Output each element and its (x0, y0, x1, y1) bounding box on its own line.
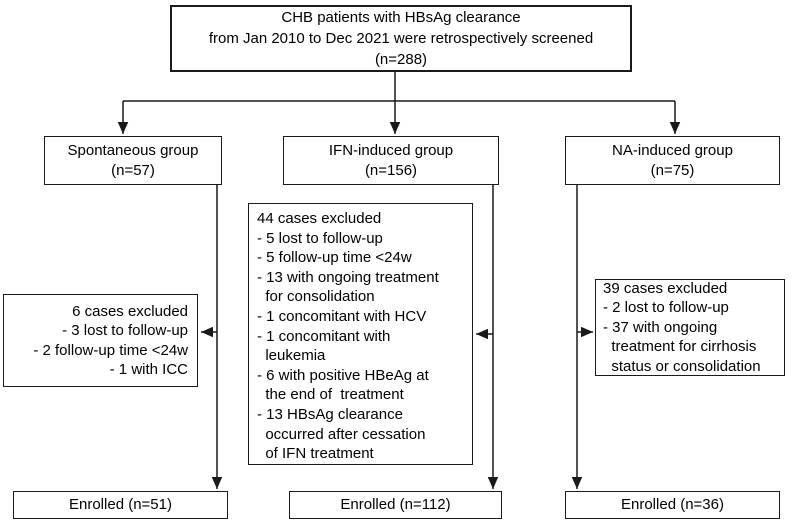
text-line: (n=156) (364, 161, 418, 179)
text-line: NA-induced group (612, 141, 733, 159)
text-line: (n=75) (650, 161, 695, 179)
text-line: - 5 lost to follow-up (257, 229, 383, 247)
text-line: - 2 lost to follow-up (603, 299, 729, 317)
text-line: - 3 lost to follow-up (62, 322, 188, 339)
text-line: - 1 concomitant with HCV (257, 307, 427, 325)
ifn-enrolled-box: Enrolled (n=112) (289, 491, 502, 519)
text-line: - 5 follow-up time <24w (257, 249, 412, 267)
text-line: - 6 with positive HBeAg at (257, 366, 429, 384)
ifn-exclusion-box: 44 cases excluded - 5 lost to follow-up … (248, 203, 473, 465)
text-line: leukemia (257, 347, 326, 365)
spontaneous-group-box: Spontaneous group (n=57) (44, 136, 222, 185)
text-line: - 13 with ongoing treatment (257, 268, 439, 286)
text-line: (n=57) (111, 161, 155, 179)
text-line: - 2 follow-up time <24w (33, 341, 188, 359)
text-line: - 1 with ICC (109, 361, 188, 378)
text-line: - 13 HBsAg clearance (257, 405, 403, 423)
text-line: 44 cases excluded (257, 210, 382, 227)
text-line: Spontaneous group (67, 141, 199, 159)
text-line: of IFN treatment (257, 445, 374, 463)
text-line: treatment for cirrhosis (603, 338, 757, 356)
na-group-box: NA-induced group (n=75) (565, 136, 780, 185)
text-line: from Jan 2010 to Dec 2021 were retrospec… (208, 30, 594, 47)
text-line: 6 cases excluded (72, 302, 188, 320)
spontaneous-enrolled-box: Enrolled (n=51) (13, 491, 228, 519)
text-line: - 1 concomitant with (257, 327, 391, 345)
text-line: status or consolidation (603, 357, 761, 375)
text-line: CHB patients with HBsAg clearance (281, 9, 521, 26)
screened-box: CHB patients with HBsAg clearance from J… (170, 5, 632, 72)
na-enrolled-box: Enrolled (n=36) (565, 491, 780, 519)
text-line: Enrolled (n=36) (621, 496, 724, 513)
ifn-group-box: IFN-induced group (n=156) (283, 136, 499, 185)
text-line: Enrolled (n=51) (69, 496, 172, 513)
text-line: (n=288) (374, 51, 428, 68)
text-line: occurred after cessation (257, 425, 426, 443)
text-line: 39 cases excluded (603, 279, 728, 297)
text-line: for consolidation (257, 288, 375, 306)
na-exclusion-box: 39 cases excluded - 2 lost to follow-up … (595, 279, 785, 376)
spontaneous-exclusion-box: 6 cases excluded - 3 lost to follow-up -… (3, 294, 198, 387)
text-line: the end of treatment (257, 386, 404, 404)
text-line: Enrolled (n=112) (340, 496, 451, 513)
text-line: - 37 with ongoing (603, 318, 718, 336)
text-line: IFN-induced group (328, 141, 454, 159)
